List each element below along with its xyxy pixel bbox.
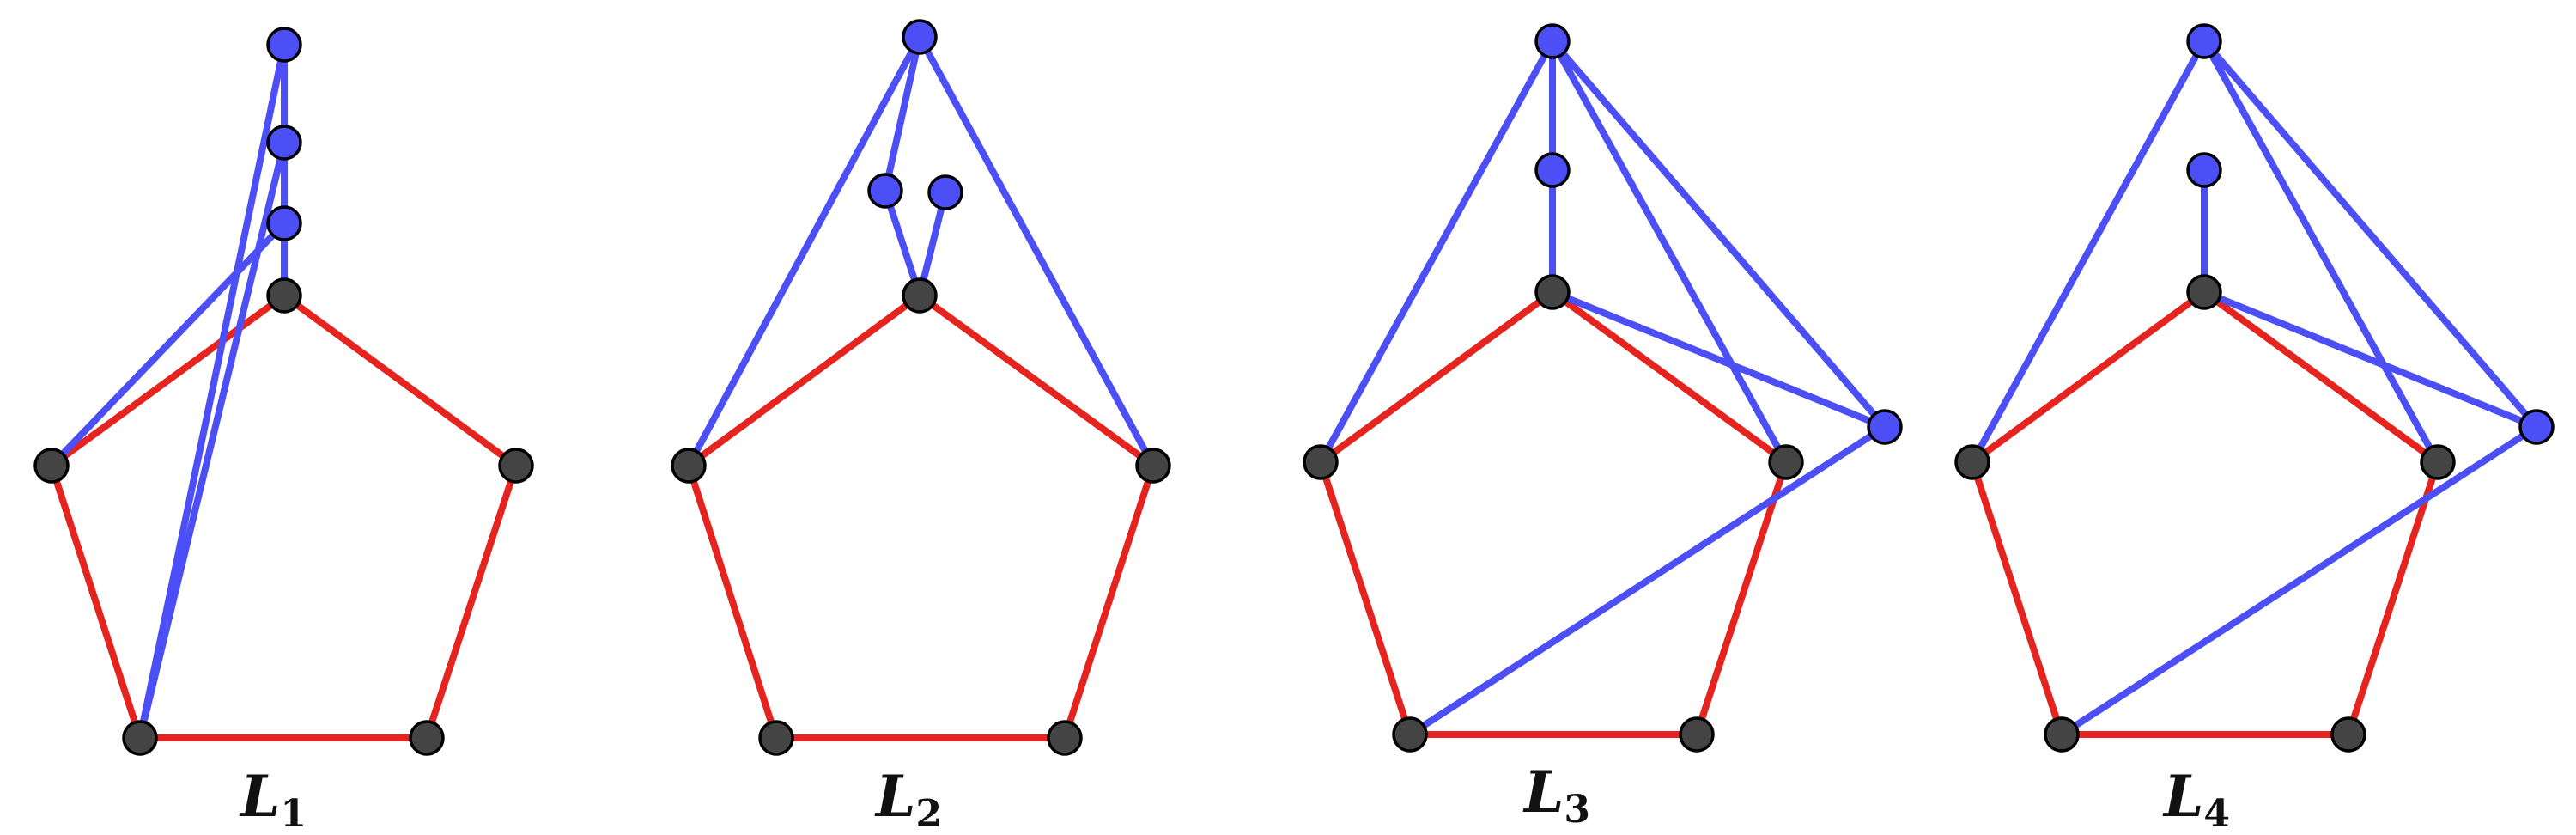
graph-L1	[33, 27, 534, 756]
blue-vertex-L2-t	[902, 19, 938, 55]
gray-vertex-L1-b	[122, 720, 158, 756]
red-edge-L4-e-a	[2201, 289, 2441, 466]
blue-edge-L4-r-c	[2058, 424, 2540, 738]
gray-vertex-L4-b	[1954, 444, 1990, 480]
red-edge-L1-a-b	[48, 462, 143, 741]
blue-edge-L1-p-a	[48, 220, 288, 469]
blue-edge-L3-t-b	[1317, 38, 1556, 466]
red-edge-L3-b-c	[1317, 459, 1413, 738]
gray-vertex-L1-c	[409, 720, 445, 756]
blue-vertex-L3-p	[1534, 152, 1571, 188]
gray-vertex-L4-d	[2330, 716, 2366, 753]
gray-vertex-L1-e	[266, 277, 302, 314]
red-edge-L1-d-e	[281, 292, 519, 469]
blue-vertex-L1-m	[266, 125, 302, 161]
graph-label-L1: L1	[239, 763, 307, 835]
blue-vertex-L4-p	[2186, 152, 2222, 188]
red-edge-L3-e-a	[1549, 289, 1789, 466]
red-edge-L1-c-d	[423, 462, 519, 741]
gray-vertex-L2-c	[758, 720, 794, 756]
gray-vertex-L4-e	[2420, 444, 2456, 480]
gray-vertex-L3-b	[1303, 444, 1339, 480]
blue-edge-L2-t-p	[882, 34, 923, 194]
red-edge-L2-e-a	[916, 292, 1157, 469]
red-edge-L4-b-c	[1969, 459, 2065, 738]
blue-edge-L4-t-b	[1969, 38, 2208, 466]
blue-edge-L2-p-a	[882, 187, 923, 299]
gray-vertex-L4-c	[2044, 716, 2080, 753]
gray-vertex-L1-a	[33, 448, 70, 484]
blue-edge-L3-t-e	[1549, 38, 1789, 466]
blue-vertex-L1-p	[266, 205, 302, 241]
gray-vertex-L2-d	[1047, 720, 1083, 756]
graph-label-L2: L2	[874, 763, 942, 835]
blue-vertex-L4-t	[2186, 23, 2222, 59]
graph-L2	[671, 19, 1171, 756]
gray-vertex-L2-b	[671, 448, 707, 484]
gray-vertex-L1-d	[498, 448, 534, 484]
blue-vertex-L1-t	[266, 27, 302, 63]
blue-edge-L4-t-e	[2201, 38, 2441, 466]
blue-edge-L3-r-c	[1406, 424, 1888, 738]
gray-vertex-L3-e	[1768, 444, 1804, 480]
blue-edge-L3-t-r	[1549, 38, 1888, 430]
graph-label-L4: L4	[2162, 763, 2230, 835]
blue-edge-L4-t-r	[2201, 38, 2540, 430]
gray-vertex-L2-a	[902, 277, 938, 314]
labels-layer: L1 L2 L3 L4	[239, 759, 2230, 835]
blue-edge-L1-t-b	[137, 41, 288, 741]
gray-vertex-L4-a	[2186, 274, 2222, 310]
blue-edge-L2-t-e	[916, 34, 1157, 469]
gray-vertex-L3-a	[1534, 274, 1571, 310]
red-edge-L2-a-b	[685, 292, 923, 469]
graph-L3	[1303, 23, 1903, 753]
gray-vertex-L3-d	[1679, 716, 1715, 753]
gray-vertex-L2-e	[1135, 448, 1171, 484]
blue-edge-L3-a-r	[1549, 289, 1888, 430]
graph-L4	[1954, 23, 2555, 753]
blue-vertex-L4-r	[2518, 409, 2555, 445]
red-edge-L3-d-e	[1693, 459, 1789, 738]
blue-vertex-L3-r	[1867, 409, 1903, 445]
graphs-layer	[33, 19, 2555, 756]
red-edge-L4-a-b	[1969, 289, 2208, 466]
red-edge-L2-d-e	[1061, 462, 1157, 741]
blue-vertex-L2-q	[927, 174, 963, 210]
red-edge-L4-d-e	[2345, 459, 2441, 738]
blue-edge-L4-a-r	[2201, 289, 2540, 430]
blue-edge-L1-m-b	[137, 139, 288, 741]
graph-label-L3: L3	[1522, 759, 1590, 832]
gray-vertex-L3-c	[1392, 716, 1428, 753]
blue-vertex-L2-p	[867, 173, 903, 209]
red-edge-L1-e-a	[48, 292, 288, 469]
red-edge-L2-b-c	[685, 462, 780, 741]
blue-edge-L2-t-b	[685, 34, 923, 469]
red-edge-L3-a-b	[1317, 289, 1556, 466]
blue-vertex-L3-t	[1534, 23, 1571, 59]
